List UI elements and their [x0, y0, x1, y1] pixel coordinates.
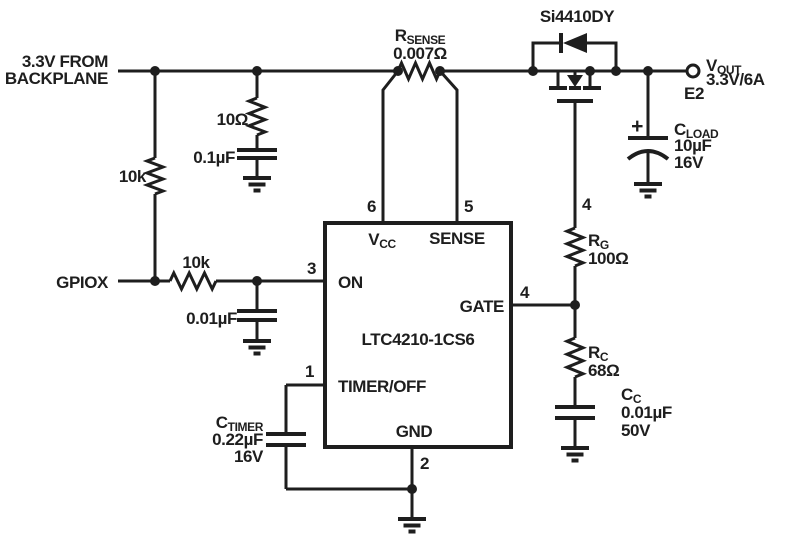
- ground-symbol: [559, 446, 591, 463]
- capacitor-ctimer: [266, 432, 306, 447]
- resistor-rg: [562, 226, 588, 268]
- pin-number-5: 5: [464, 197, 473, 216]
- pin-label-timer-off: TIMER/OFF: [338, 377, 426, 396]
- junction-dot: [435, 66, 445, 76]
- label-rc-name: RC: [588, 343, 609, 364]
- label-c-supply-filter: 0.1µF: [193, 148, 235, 167]
- label-cc-voltage: 50V: [621, 421, 651, 440]
- resistor-rc: [563, 336, 588, 379]
- junction-dot: [570, 300, 580, 310]
- ground-symbol: [632, 182, 664, 199]
- label-mosfet-part: Si4410DY: [540, 7, 615, 26]
- labels: 3.3V FROM BACKPLANE GPIOX 10k 10Ω 0.1µF …: [5, 7, 765, 466]
- ic-pin-labels: 6 5 3 4 1 2 VCC SENSE ON GATE TIMER/OFF …: [305, 197, 530, 473]
- label-gpio: GPIOX: [56, 273, 109, 292]
- junction-dot: [393, 66, 403, 76]
- junction-dot: [585, 66, 595, 76]
- label-cc-name: CC: [621, 385, 642, 406]
- label-r-supply-filter: 10Ω: [217, 110, 248, 129]
- label-rsense-value: 0.007Ω: [393, 44, 447, 63]
- pin-number-3: 3: [307, 259, 316, 278]
- ground-symbol: [241, 176, 273, 193]
- resistor-10ohm-filter: [244, 96, 270, 137]
- label-input-line2: BACKPLANE: [5, 69, 108, 88]
- mosfet-channel: [549, 71, 601, 103]
- label-cc-value: 0.01µF: [621, 403, 672, 422]
- label-mosfet-gate-pin: 4: [582, 195, 592, 214]
- junction-dot: [150, 66, 160, 76]
- label-ctimer-value: 0.22µF: [212, 430, 263, 449]
- label-cload-name: CLOAD: [674, 120, 719, 141]
- label-vout-terminal: E2: [684, 84, 704, 103]
- label-rg-value: 100Ω: [588, 249, 628, 268]
- junction-dot: [252, 276, 262, 286]
- wire-timer-branch: [284, 383, 412, 491]
- ground-symbol: [396, 517, 428, 534]
- capacitor-cc: [555, 405, 595, 420]
- label-cload-plus: +: [631, 115, 643, 138]
- resistor-10k-backplane: [142, 156, 168, 196]
- pin-label-gnd: GND: [396, 422, 433, 441]
- label-vout-value: 3.3V/6A: [706, 70, 765, 89]
- terminal-e2-circle: [685, 63, 701, 79]
- pin-label-on: ON: [338, 273, 363, 292]
- capacitor-cload-polarized: [626, 136, 670, 161]
- pin-number-4: 4: [520, 283, 530, 302]
- resistor-10k-gpio: [168, 269, 218, 293]
- resistor-rsense: [396, 59, 442, 83]
- junction-dot: [611, 66, 621, 76]
- label-rc-value: 68Ω: [588, 361, 619, 380]
- label-r-backplane-pulldown: 10k: [119, 167, 147, 186]
- ground-symbol: [241, 339, 273, 356]
- pin-label-sense: SENSE: [429, 229, 485, 248]
- wire-kelvin-sense: [381, 69, 459, 223]
- pin-label-vcc: VCC: [368, 230, 396, 251]
- body-diode: [531, 33, 618, 71]
- label-c-on: 0.01µF: [186, 309, 237, 328]
- ic-ltc4210: [323, 221, 513, 449]
- junction-dot: [252, 66, 262, 76]
- label-cload-value: 10µF: [674, 136, 712, 155]
- mosfet-si4410dy: [531, 33, 618, 103]
- pin-number-2: 2: [420, 454, 429, 473]
- label-ctimer-name: CTIMER: [216, 413, 264, 434]
- capacitor-0.01uf-on: [237, 309, 277, 322]
- capacitor-0.1uf-filter: [237, 148, 277, 160]
- label-rg-name: RG: [588, 231, 609, 252]
- label-ctimer-voltage: 16V: [234, 447, 264, 466]
- label-cload-voltage: 16V: [674, 153, 704, 172]
- junction-dot: [407, 484, 417, 494]
- ic-part-number: LTC4210-1CS6: [362, 330, 475, 349]
- junction-dot: [150, 276, 160, 286]
- pin-number-1: 1: [305, 362, 314, 381]
- label-r-on: 10k: [182, 253, 210, 272]
- label-input-line1: 3.3V FROM: [22, 52, 108, 71]
- pin-number-6: 6: [367, 197, 376, 216]
- label-rsense-name: RSENSE: [395, 26, 446, 47]
- label-vout-name: VOUT: [706, 56, 742, 77]
- wire-gate-chain: [511, 103, 577, 446]
- junction-dot: [528, 66, 538, 76]
- junction-dot: [643, 66, 653, 76]
- pin-label-gate: GATE: [460, 297, 504, 316]
